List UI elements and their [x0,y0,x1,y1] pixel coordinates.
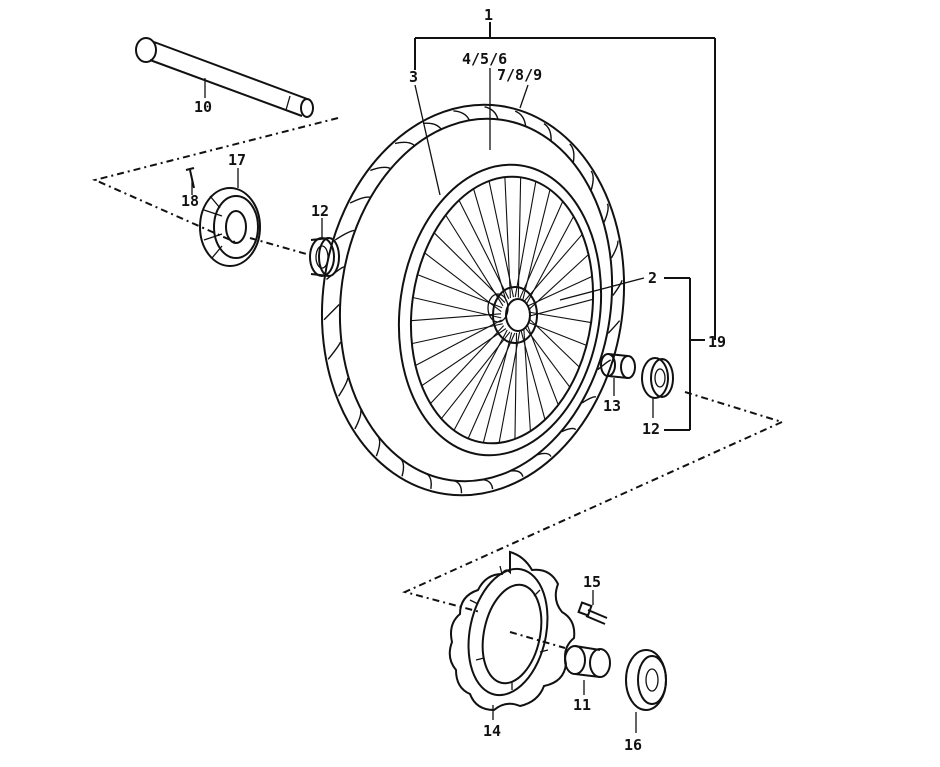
label-part-11: 11 [573,696,591,714]
label-part-18: 18 [181,192,199,210]
label-part-10: 10 [194,98,212,116]
label-part-19: 19 [708,333,726,351]
disc-bolt [577,601,608,625]
label-part-15: 15 [583,573,601,591]
spacer-collar [600,353,636,379]
right-bearing [641,357,674,399]
left-seal-plate [199,187,261,267]
left-bearing [309,237,340,277]
label-part-3: 3 [409,68,418,86]
label-part-12-right: 12 [642,420,660,438]
small-screw [185,167,195,189]
part-labels: 1 2 3 4/5/6 7/8/9 10 11 12 12 13 14 15 1… [181,6,726,754]
leader-lines [191,22,716,733]
axle-part [135,37,314,118]
tyre-tread [323,106,623,494]
label-part-1: 1 [484,6,493,24]
label-part-12-left: 12 [311,202,329,220]
label-part-13: 13 [603,397,621,415]
label-part-4-5-6: 4/5/6 [462,50,507,68]
wheel-spokes [410,177,594,443]
label-part-14: 14 [483,722,501,740]
label-part-16: 16 [624,736,642,754]
right-collar [564,645,611,678]
wheel-assembly [320,103,626,497]
label-part-2: 2 [648,269,657,287]
right-seal-plate [625,649,667,711]
label-part-7-8-9: 7/8/9 [497,66,542,84]
brake-disc [448,550,576,712]
label-part-17: 17 [228,151,246,169]
assembly-dash-lines [91,117,783,649]
